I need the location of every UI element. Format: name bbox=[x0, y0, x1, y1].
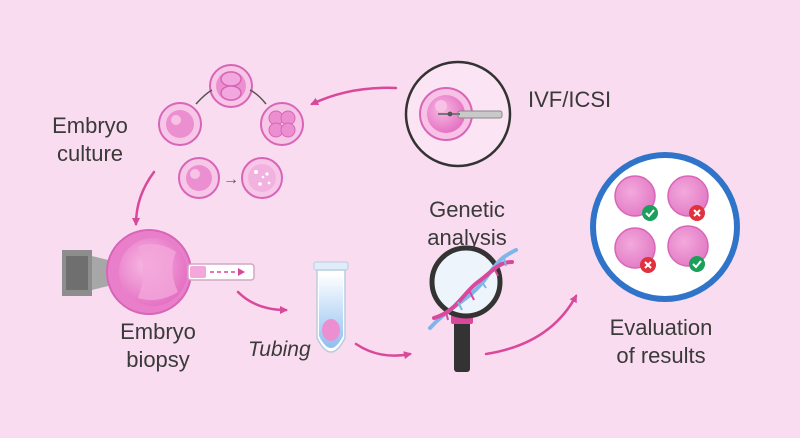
arrow-culture-to-biopsy bbox=[132, 170, 156, 226]
check-icon bbox=[689, 256, 705, 272]
label-evaluation-line1: Evaluation bbox=[609, 315, 713, 340]
arrow-tube-to-analysis bbox=[354, 342, 412, 360]
label-embryo-biopsy-line1: Embryo bbox=[120, 319, 196, 344]
label-evaluation-line2: of results bbox=[616, 343, 706, 368]
label-embryo-culture: Embryo culture bbox=[40, 112, 140, 168]
arrow-analysis-to-evaluation bbox=[484, 294, 578, 356]
label-evaluation: Evaluation of results bbox=[596, 314, 726, 370]
embryo-result-1 bbox=[614, 175, 658, 221]
tube-illustration bbox=[313, 261, 349, 353]
arrow-biopsy-to-tube bbox=[236, 290, 288, 314]
evaluation-illustration bbox=[590, 152, 740, 302]
label-embryo-culture-line1: Embryo bbox=[52, 113, 128, 138]
label-genetic-analysis-line2: analysis bbox=[427, 225, 507, 250]
arrow-ivf-to-culture bbox=[310, 86, 398, 106]
label-ivf-icsi: IVF/ICSI bbox=[528, 87, 612, 112]
magnifier-dna-illustration bbox=[428, 245, 518, 372]
label-embryo-biopsy-line2: biopsy bbox=[126, 347, 190, 372]
zygote bbox=[158, 102, 202, 146]
embryo-biopsy-illustration bbox=[62, 229, 255, 315]
label-genetic-analysis-line1: Genetic bbox=[429, 197, 505, 222]
dna-helix-icon bbox=[428, 248, 518, 330]
label-embryo-culture-line2: culture bbox=[56, 141, 124, 166]
morula bbox=[178, 157, 220, 199]
label-genetic-analysis: Genetic analysis bbox=[412, 196, 522, 252]
flow-arrows bbox=[132, 86, 578, 360]
embryo-result-4 bbox=[667, 225, 709, 272]
embryo-culture-cells bbox=[158, 64, 304, 199]
embryo-result-3 bbox=[614, 227, 656, 273]
ivf-icsi-illustration bbox=[404, 60, 512, 168]
two-cell-embryo bbox=[209, 64, 253, 108]
label-embryo-biopsy: Embryo biopsy bbox=[108, 318, 208, 374]
four-cell-embryo bbox=[260, 102, 304, 146]
culture-step-arrow: → bbox=[223, 171, 239, 188]
blastocyst bbox=[241, 157, 283, 199]
check-icon bbox=[642, 205, 658, 221]
embryo-result-2 bbox=[667, 175, 709, 221]
label-tubing: Tubing bbox=[248, 338, 311, 361]
